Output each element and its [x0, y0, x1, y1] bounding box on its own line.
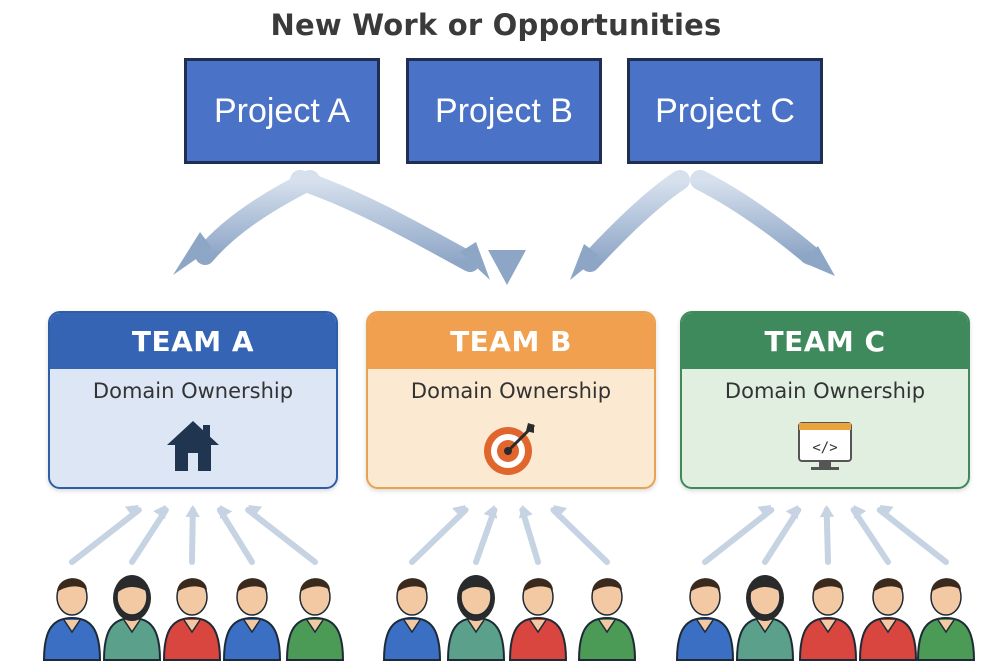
- team-a-title: TEAM A: [50, 313, 336, 369]
- up-arrowhead: [483, 505, 498, 519]
- person-avatar: [858, 578, 918, 661]
- person-avatar: [798, 578, 858, 661]
- person-avatar: [577, 578, 637, 661]
- code-monitor-icon: </>: [798, 422, 852, 470]
- up-arrow: [762, 507, 802, 565]
- up-arrow: [69, 507, 142, 565]
- up-arrow: [823, 507, 831, 565]
- target-icon: [484, 423, 536, 475]
- arrowhead: [570, 244, 600, 280]
- person-avatar: [382, 578, 442, 661]
- team-c-subtitle: Domain Ownership: [724, 379, 926, 403]
- arrow-a-to-team-b: [290, 170, 480, 272]
- person-avatar: [675, 578, 735, 661]
- arrow-c-to-team-c: [690, 170, 820, 265]
- up-arrow: [245, 507, 318, 565]
- person-avatar: [222, 578, 282, 661]
- arrowhead: [460, 242, 490, 280]
- up-arrow: [409, 507, 469, 565]
- up-arrow: [876, 507, 949, 565]
- team-b-subtitle: Domain Ownership: [410, 379, 612, 403]
- up-arrowhead: [219, 505, 233, 519]
- up-arrowhead: [879, 505, 894, 519]
- arrowhead: [488, 250, 526, 285]
- up-arrowhead: [819, 505, 835, 518]
- up-arrow: [473, 507, 498, 565]
- up-arrowhead: [553, 505, 568, 519]
- arrowhead: [173, 232, 212, 275]
- person-avatar: [916, 578, 976, 661]
- project-b-box: Project B: [406, 58, 602, 164]
- team-b-card: TEAM B Domain Ownership: [366, 311, 656, 489]
- up-arrow: [850, 507, 891, 565]
- team-c-title: TEAM C: [682, 313, 968, 369]
- up-arrow: [550, 507, 610, 565]
- up-arrowhead: [518, 505, 533, 519]
- up-arrow: [189, 507, 196, 565]
- person-avatar: [285, 578, 345, 661]
- project-to-team-arrows: [173, 170, 835, 285]
- svg-text:</>: </>: [812, 440, 837, 456]
- up-arrowhead: [451, 505, 466, 519]
- arrowhead: [802, 246, 835, 276]
- up-arrow: [702, 507, 775, 565]
- house-icon: [167, 421, 219, 471]
- person-avatar: [102, 575, 162, 661]
- up-arrowhead: [757, 505, 772, 519]
- person-avatar: [508, 578, 568, 661]
- person-avatar: [446, 575, 506, 661]
- up-arrow: [519, 507, 541, 565]
- up-arrow: [129, 507, 169, 565]
- diagram-heading: New Work or Opportunities: [270, 8, 722, 42]
- team-a-subtitle: Domain Ownership: [92, 379, 294, 403]
- up-arrowhead: [185, 505, 200, 518]
- team-a-card: TEAM A Domain Ownership: [48, 311, 338, 489]
- up-arrowhead: [785, 505, 799, 519]
- arrow-c-to-team-b: [580, 170, 690, 272]
- team-b-title: TEAM B: [368, 313, 654, 369]
- person-avatar: [735, 575, 795, 661]
- team-c-card: TEAM C Domain Ownership </>: [680, 311, 970, 489]
- person-avatar: [162, 578, 222, 661]
- project-a-box: Project A: [184, 58, 380, 164]
- up-arrow: [216, 507, 255, 565]
- project-c-box: Project C: [627, 58, 823, 164]
- up-arrowhead: [153, 505, 166, 519]
- up-arrowhead: [248, 505, 263, 519]
- person-avatar: [42, 578, 102, 661]
- up-arrowhead: [853, 505, 867, 519]
- up-arrowhead: [124, 505, 139, 519]
